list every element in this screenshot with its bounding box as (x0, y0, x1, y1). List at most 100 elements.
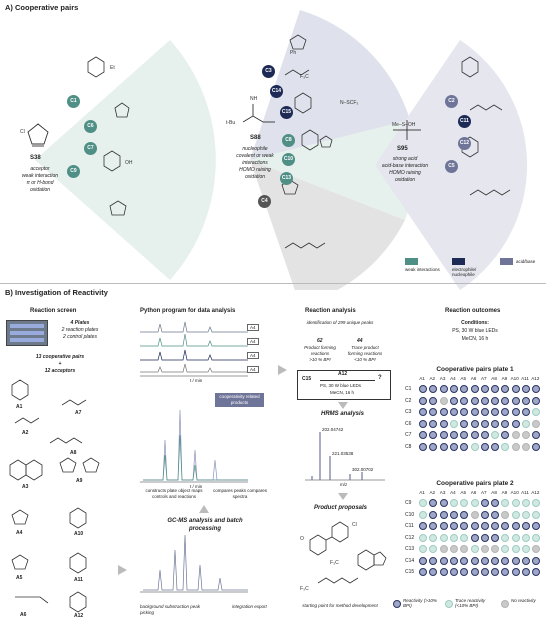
plate2-well-c11-a1 (419, 522, 427, 530)
plate2-well-c13-a6 (471, 545, 479, 553)
mol-cf3: F₃C (300, 74, 309, 80)
plate2-col-a1: A1 (417, 490, 427, 495)
plate2-col-a6: A6 (469, 490, 479, 495)
plate2-well-c11-a5 (460, 522, 468, 530)
proposals-footer: starting point for method development (300, 603, 380, 609)
label-a4: A4 (16, 530, 22, 536)
plate1-col-a3: A3 (438, 376, 448, 381)
mol-oh: OH (125, 160, 133, 166)
plate2-title: Cooperative pairs plate 2 (405, 480, 545, 487)
plate2-well-c12-a4 (450, 534, 458, 542)
badge-c8: C8 (282, 134, 295, 147)
desc-44: Trace product forming reactions <10 % BP… (340, 345, 390, 363)
plate2-well-c13-a12 (532, 545, 540, 553)
plate2-col-a9: A9 (499, 490, 509, 495)
plate1-well-c3-a12 (532, 408, 540, 416)
badge-c11: C11 (458, 115, 471, 128)
badge-c4: C4 (258, 195, 271, 208)
plate1-well-c2-a12 (532, 397, 540, 405)
plate2-well-c12-a3 (440, 534, 448, 542)
plate1-col-a7: A7 (479, 376, 489, 381)
plate1-well-c1-a8 (491, 385, 499, 393)
plate1-well-c7-a9 (501, 431, 509, 439)
plate1-row-c3: C3 (405, 409, 411, 415)
desc-62: Product forming reactions >10 % BPI (295, 345, 345, 363)
plate2-well-c12-a10 (512, 534, 520, 542)
hrms-title: HRMS analysis (321, 411, 364, 417)
badge-c10: C10 (282, 153, 295, 166)
plate2-col-a4: A4 (448, 490, 458, 495)
plate2-row-c14: C14 (405, 558, 414, 564)
plate1-well-c2-a8 (491, 397, 499, 405)
badge-c3: C3 (262, 65, 275, 78)
axis-label-1: t / min (190, 378, 202, 383)
plate1-col-a9: A9 (499, 376, 509, 381)
mz-label: m/z (340, 482, 347, 487)
plate2-well-c14-a1 (419, 557, 427, 565)
plate1-well-c8-a2 (429, 443, 437, 451)
caption-compares: compares peaks compares spectra (212, 488, 268, 500)
plate1-col-a5: A5 (458, 376, 468, 381)
plate1-well-c6-a4 (450, 420, 458, 428)
plate1-well-c8-a7 (481, 443, 489, 451)
plate2-well-c10-a6 (471, 511, 479, 519)
label-a2: A2 (22, 430, 28, 436)
plate1-row-c7: C7 (405, 432, 411, 438)
plate1-well-c1-a12 (532, 385, 540, 393)
plate1-well-c6-a2 (429, 420, 437, 428)
plate2-well-c14-a7 (481, 557, 489, 565)
label-a5: A5 (16, 575, 22, 581)
plate1-well-c1-a5 (460, 385, 468, 393)
plate1-well-c2-a9 (501, 397, 509, 405)
plate1-well-c3-a10 (512, 408, 520, 416)
plate1-col-a1: A1 (417, 376, 427, 381)
plate2-well-c9-a2 (429, 499, 437, 507)
plate1-well-c7-a10 (512, 431, 520, 439)
count-62: 62 (317, 338, 323, 344)
label-a1: A1 (16, 404, 22, 410)
reactant-c15: C15 (302, 376, 311, 382)
badge-c14: C14 (270, 85, 283, 98)
mol-nscf3: N–SCF₃ (340, 100, 358, 106)
caption-integration: integration export (232, 604, 272, 610)
plate1-well-c3-a3 (440, 408, 448, 416)
plate2-well-c9-a1 (419, 499, 427, 507)
plate2-well-c11-a3 (440, 522, 448, 530)
plate1-well-c1-a10 (512, 385, 520, 393)
outcomes-cond1: PS, 30 W blue LEDs (420, 328, 530, 334)
plate1-well-c1-a7 (481, 385, 489, 393)
label-a11: A11 (74, 577, 83, 583)
plate1-grid: A1A2A3A4A5A6A7A8A9A10A11A12C1C2C3C6C7C8 (405, 376, 545, 456)
plate2-well-c9-a10 (512, 499, 520, 507)
plate1-well-c7-a1 (419, 431, 427, 439)
plate1-well-c3-a6 (471, 408, 479, 416)
plate1-well-c1-a4 (450, 385, 458, 393)
section-a-legend: weak interactions electrophile/ nucleoph… (405, 258, 543, 280)
plate2-well-c11-a2 (429, 522, 437, 530)
count-44: 44 (357, 338, 363, 344)
badge-c6: C6 (84, 120, 97, 133)
s95-desc: strong acid acid-base interaction HOMO r… (370, 156, 440, 184)
plate2-well-c9-a4 (450, 499, 458, 507)
python-title: Python program for data analysis (140, 308, 235, 314)
s38-cl-label: Cl (20, 129, 25, 135)
plate1-col-a12: A12 (530, 376, 540, 381)
plate1-well-c7-a3 (440, 431, 448, 439)
plate2-well-c10-a2 (429, 511, 437, 519)
plate2-well-c11-a8 (491, 522, 499, 530)
peak-2: 221.03538 (332, 451, 353, 456)
plate1-well-c3-a11 (522, 408, 530, 416)
plate2-well-c15-a12 (532, 568, 540, 576)
plate1-well-c6-a5 (460, 420, 468, 428)
plate1-row-c1: C1 (405, 386, 411, 392)
plate2-well-c15-a11 (522, 568, 530, 576)
outcomes-title: Reaction outcomes (445, 308, 500, 314)
plate2-well-c13-a9 (501, 545, 509, 553)
peaks-ident: identification of 299 unique peaks (300, 320, 380, 326)
plate2-well-c9-a7 (481, 499, 489, 507)
plate2-well-c15-a8 (491, 568, 499, 576)
plate2-well-c15-a7 (481, 568, 489, 576)
peak-1: 202.04742 (322, 427, 343, 432)
plate2-well-c10-a7 (481, 511, 489, 519)
trace-tag-2: A4 (247, 338, 259, 345)
